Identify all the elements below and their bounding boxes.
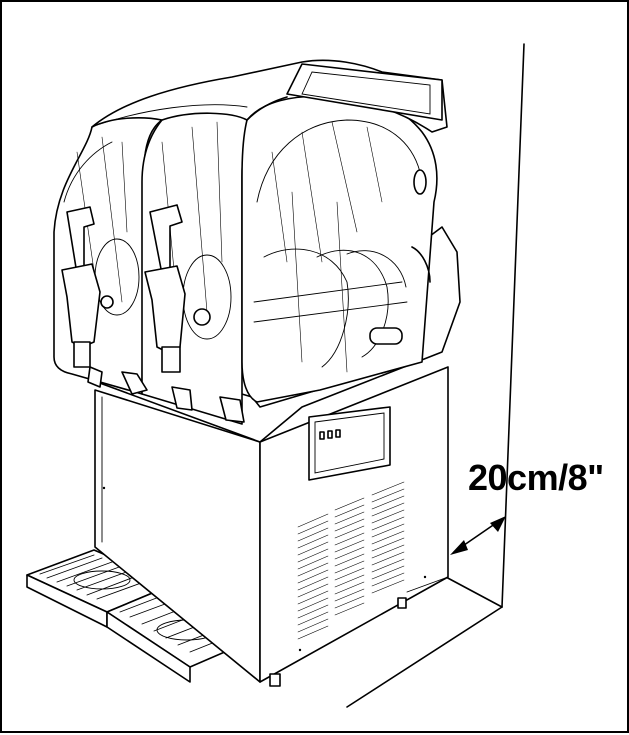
tap-left	[61, 206, 148, 395]
tap-middle	[144, 204, 245, 423]
clearance-label: 20cm/8"	[468, 457, 604, 498]
control-panel	[308, 406, 391, 481]
bowl-right	[241, 88, 438, 403]
clearance-arrow	[450, 516, 506, 555]
cabinet	[94, 366, 449, 687]
wall-lines	[346, 43, 525, 708]
top-cover	[91, 59, 448, 195]
vent-grille	[297, 481, 405, 640]
